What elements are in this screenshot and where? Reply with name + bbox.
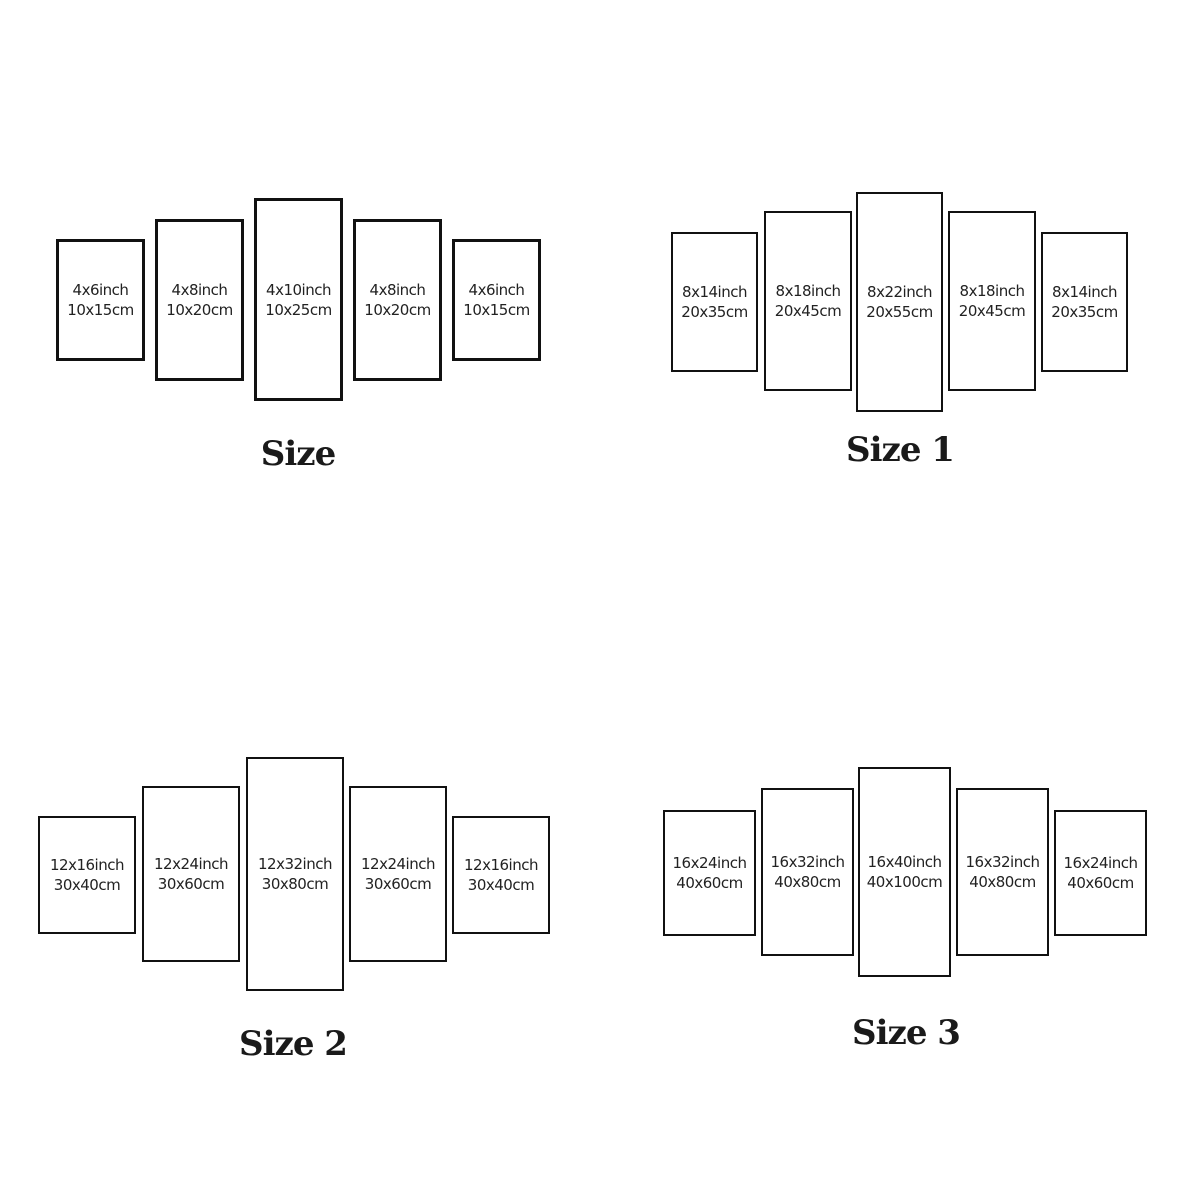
- panel-cm-label: 40x100cm: [866, 873, 943, 891]
- panel-inch-label: 8x14inch: [1052, 283, 1117, 301]
- canvas-panel: 16x24inch 40x60cm: [1054, 810, 1147, 936]
- canvas-panel: 8x14inch 20x35cm: [1041, 232, 1128, 372]
- panel-cm-label: 20x45cm: [958, 302, 1026, 320]
- panel-cm-label: 40x80cm: [969, 873, 1036, 891]
- panel-cm-label: 30x60cm: [364, 875, 432, 893]
- panel-cm-label: 10x20cm: [364, 301, 431, 319]
- panel-inch-label: 4x6inch: [72, 281, 129, 299]
- canvas-panel: 4x6inch 10x15cm: [56, 239, 145, 361]
- canvas-panel: 16x32inch 40x80cm: [761, 788, 854, 956]
- panel-cm-label: 30x40cm: [53, 876, 121, 894]
- panel-cm-label: 10x20cm: [166, 301, 233, 319]
- size-title: Size 2: [239, 1024, 348, 1064]
- canvas-panel: 4x8inch 10x20cm: [353, 219, 442, 381]
- panel-inch-label: 12x32inch: [258, 855, 332, 873]
- panel-inch-label: 8x18inch: [959, 282, 1025, 300]
- panel-inch-label: 4x8inch: [171, 281, 228, 299]
- panel-cm-label: 10x25cm: [265, 300, 332, 319]
- canvas-panel: 4x10inch 10x25cm: [254, 198, 343, 401]
- size-title: Size: [260, 434, 336, 474]
- canvas-panel: 4x8inch 10x20cm: [155, 219, 244, 381]
- size-title: Size 1: [846, 430, 955, 470]
- panel-cm-label: 20x45cm: [774, 302, 842, 320]
- panel-inch-label: 8x18inch: [775, 282, 841, 300]
- panel-inch-label: 12x24inch: [154, 855, 228, 873]
- canvas-panel: 16x40inch 40x100cm: [858, 767, 951, 977]
- canvas-panel: 12x16inch 30x40cm: [38, 816, 136, 934]
- canvas-panel: 12x16inch 30x40cm: [452, 816, 550, 934]
- panel-cm-label: 40x80cm: [774, 873, 841, 891]
- panel-cm-label: 20x35cm: [681, 303, 748, 321]
- canvas-panel: 8x14inch 20x35cm: [671, 232, 758, 372]
- panel-inch-label: 8x22inch: [867, 283, 932, 301]
- panel-cm-label: 30x80cm: [261, 875, 329, 893]
- panel-inch-label: 4x6inch: [468, 281, 525, 299]
- panel-cm-label: 30x40cm: [467, 876, 535, 894]
- panel-cm-label: 40x60cm: [676, 874, 743, 892]
- panel-cm-label: 10x15cm: [67, 301, 134, 319]
- canvas-panel: 8x18inch 20x45cm: [948, 211, 1036, 391]
- panel-inch-label: 4x8inch: [369, 281, 426, 299]
- canvas-panel: 8x22inch 20x55cm: [856, 192, 943, 412]
- panel-cm-label: 20x35cm: [1051, 303, 1118, 321]
- panel-inch-label: 16x32inch: [770, 853, 845, 871]
- panel-cm-label: 40x60cm: [1067, 874, 1134, 892]
- panel-inch-label: 12x16inch: [464, 856, 538, 874]
- panel-inch-label: 16x24inch: [672, 854, 747, 872]
- canvas-panel: 8x18inch 20x45cm: [764, 211, 852, 391]
- panel-inch-label: 12x16inch: [50, 856, 124, 874]
- canvas-panel: 12x24inch 30x60cm: [349, 786, 447, 962]
- panel-cm-label: 30x60cm: [157, 875, 225, 893]
- size-title: Size 3: [852, 1013, 961, 1053]
- panel-inch-label: 4x10inch: [266, 280, 331, 299]
- canvas-panel: 12x32inch 30x80cm: [246, 757, 344, 991]
- panel-inch-label: 16x24inch: [1063, 854, 1138, 872]
- canvas-panel: 16x32inch 40x80cm: [956, 788, 1049, 956]
- panel-inch-label: 12x24inch: [361, 855, 435, 873]
- panel-inch-label: 8x14inch: [682, 283, 747, 301]
- panel-cm-label: 10x15cm: [463, 301, 530, 319]
- canvas-panel: 4x6inch 10x15cm: [452, 239, 541, 361]
- panel-inch-label: 16x32inch: [965, 853, 1040, 871]
- canvas-panel: 12x24inch 30x60cm: [142, 786, 240, 962]
- panel-cm-label: 20x55cm: [866, 303, 933, 321]
- canvas-panel: 16x24inch 40x60cm: [663, 810, 756, 936]
- panel-inch-label: 16x40inch: [867, 853, 942, 871]
